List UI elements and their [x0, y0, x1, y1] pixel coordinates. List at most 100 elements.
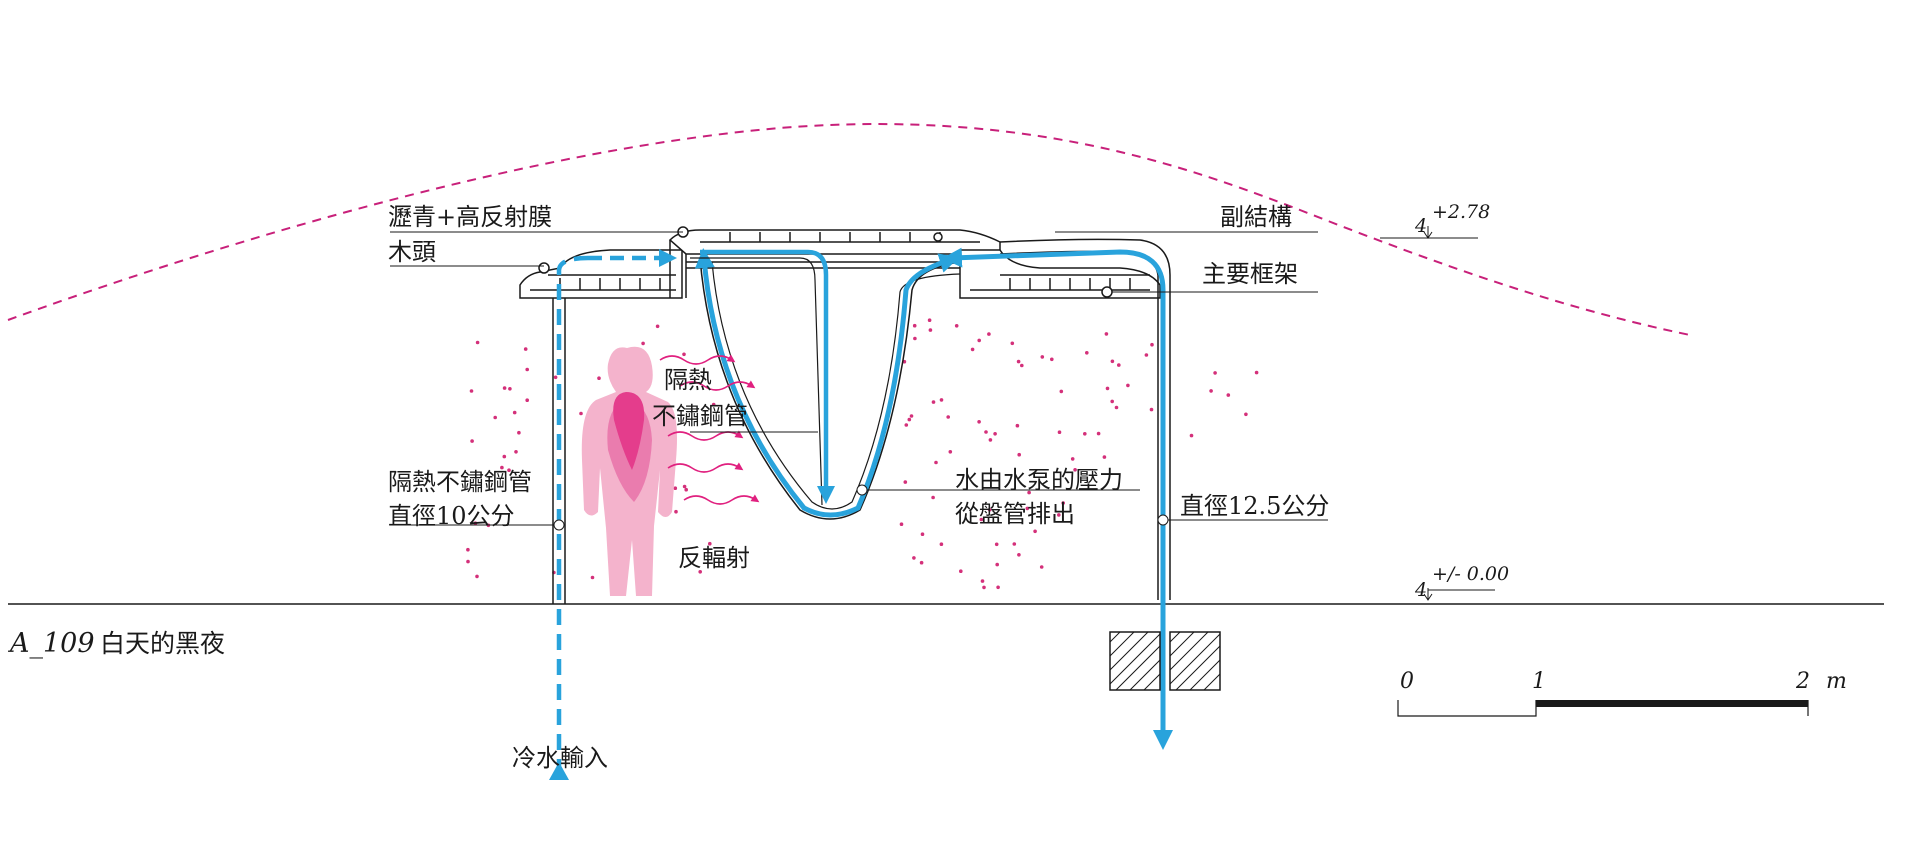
label-radiation: 反輻射: [678, 544, 750, 572]
heat-particle: [1150, 342, 1154, 347]
heat-wave-arrow-icon: [683, 494, 760, 505]
heat-particle: [655, 324, 660, 329]
heat-wave-arrow-icon: [667, 430, 744, 441]
label-pump-line-2: 從盤管排出: [955, 500, 1075, 528]
label-pump-line-1: 水由水泵的壓力: [955, 466, 1123, 494]
heat-particle: [948, 450, 953, 454]
scale-bar: [1397, 700, 1809, 717]
heat-particle: [982, 585, 986, 590]
label-cold-water-in: 冷水輸入: [512, 744, 608, 772]
heat-particle: [597, 376, 601, 381]
label-insulated-pipe-inner-1: 隔熱: [664, 366, 712, 394]
heat-particle: [507, 468, 511, 473]
heat-particle: [708, 541, 712, 546]
heat-particle: [920, 532, 925, 536]
heat-particle: [1102, 455, 1107, 459]
label-main-frame: 主要框架: [1202, 260, 1298, 288]
label-diameter-10: 直徑10公分: [388, 502, 515, 530]
heat-wave-arrow-icon: [679, 380, 756, 391]
heat-particle: [1010, 341, 1015, 346]
label-insulated-pipe-left: 隔熱不鏽鋼管: [388, 468, 532, 496]
heat-particle: [711, 402, 716, 407]
heat-particle: [1040, 355, 1045, 359]
elevation-top-value: +2.78: [1432, 201, 1490, 223]
elevation-marker-glyph: 4: [1414, 215, 1427, 237]
heat-particle: [995, 562, 999, 567]
heat-particle: [1254, 370, 1259, 375]
heat-particle: [470, 439, 474, 443]
heat-particle: [1059, 389, 1064, 394]
cold-water-inlet-arrow-icon: [549, 762, 569, 780]
heat-particle: [1209, 389, 1213, 393]
heat-particle: [1039, 565, 1044, 569]
heat-particle: [1057, 430, 1062, 435]
heat-particle: [1070, 457, 1075, 461]
heat-wave-arrow-icon: [667, 462, 744, 473]
heat-particle: [993, 432, 997, 436]
heat-particle: [1213, 371, 1217, 375]
heat-particle: [912, 323, 917, 328]
heat-particle: [1126, 383, 1130, 388]
heat-particle: [641, 341, 645, 346]
flow-roof-right: [942, 247, 1173, 750]
heat-particle: [1016, 359, 1021, 364]
heat-particle: [512, 410, 517, 415]
heat-particle: [928, 328, 933, 332]
heat-particle: [466, 559, 470, 564]
heat-particle: [912, 556, 916, 560]
label-asphalt-film: 瀝青+高反射膜: [388, 203, 552, 231]
heat-particle: [927, 318, 932, 323]
heat-particle: [525, 398, 529, 403]
heat-particle: [994, 542, 999, 547]
heat-particle: [970, 347, 975, 352]
heat-particle: [698, 570, 702, 574]
heat-particle: [1012, 542, 1017, 546]
heat-particle: [1017, 553, 1021, 557]
heat-particle: [954, 324, 959, 328]
heat-particle: [1244, 412, 1248, 417]
heat-particle: [502, 386, 507, 390]
heat-particle: [1114, 405, 1119, 410]
heat-particle: [899, 522, 904, 526]
heat-particle: [1020, 363, 1024, 368]
heat-particle: [673, 486, 678, 491]
heat-particle: [1050, 357, 1054, 362]
scale-tick-0: 0: [1400, 669, 1414, 694]
person-silhouette-icon: [581, 346, 677, 596]
heat-particle: [1104, 332, 1109, 336]
label-insulated-pipe-inner-2: 不鏽鋼管: [652, 402, 748, 430]
heat-particle: [579, 411, 583, 416]
elevation-marker-glyph: 4: [1414, 579, 1427, 601]
drawing-title: 白天的黑夜: [100, 629, 225, 658]
foundation-hatch: [1109, 631, 1221, 691]
heat-particle: [984, 430, 988, 434]
heat-particle: [931, 400, 936, 404]
heat-particle: [469, 389, 474, 393]
heat-particle: [475, 340, 480, 345]
heat-particle: [1189, 433, 1194, 438]
heat-particle: [523, 347, 528, 351]
scale-tick-2: 2: [1795, 669, 1810, 694]
heat-particle: [946, 415, 950, 419]
elevation-ground-value: +/- 0.00: [1432, 563, 1509, 585]
heat-particle: [904, 423, 909, 427]
heat-particle: [590, 575, 595, 580]
heat-particle: [913, 336, 917, 341]
heat-particle: [977, 420, 981, 424]
heat-particle: [1149, 407, 1154, 412]
heat-particle: [525, 367, 529, 372]
label-wood: 木頭: [388, 238, 436, 266]
heat-particle: [1117, 363, 1121, 367]
heat-particle: [907, 417, 912, 422]
heat-particle: [1105, 386, 1110, 391]
heat-particle: [903, 480, 908, 484]
heat-particle: [1085, 351, 1089, 355]
heat-particle: [988, 438, 993, 442]
heat-particle: [977, 338, 981, 343]
elevation-marker-top: [1380, 226, 1478, 239]
heat-particle: [553, 375, 558, 380]
heat-particle: [1110, 359, 1115, 364]
heat-particle: [1033, 529, 1037, 534]
heat-particle: [473, 521, 478, 525]
heat-particle: [980, 579, 985, 583]
